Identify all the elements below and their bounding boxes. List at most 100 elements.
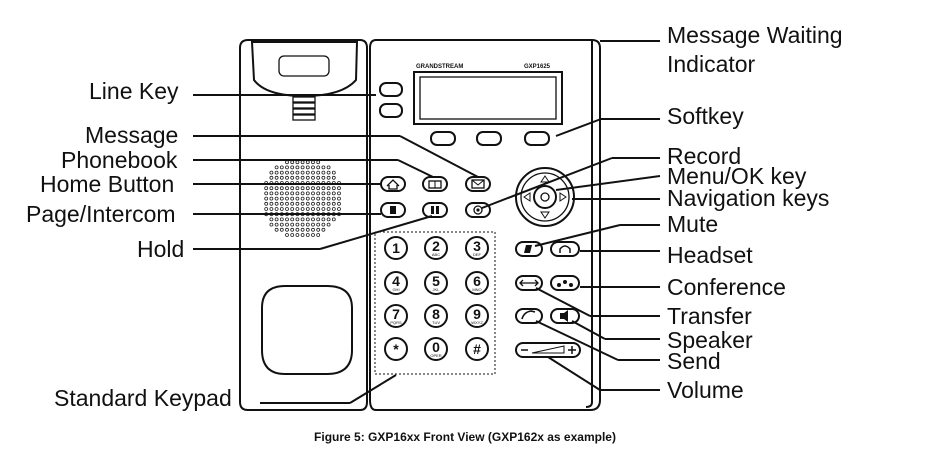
phonebook-button[interactable]	[422, 176, 448, 192]
label-transfer: Transfer	[667, 303, 752, 329]
grille-dot	[269, 207, 274, 211]
grille-dot	[285, 233, 289, 237]
keypad-key-number: 4	[392, 273, 400, 289]
grille-dot	[321, 165, 326, 170]
label-mute: Mute	[667, 211, 718, 237]
label-conference: Conference	[667, 274, 786, 300]
keypad-key-letters: PQRS	[390, 320, 402, 325]
grille-dot	[316, 165, 321, 170]
keypad-key-number: 0	[432, 339, 440, 355]
conference-button[interactable]	[550, 275, 580, 291]
grille-dot	[274, 222, 279, 227]
volume-rocker[interactable]	[515, 342, 581, 358]
keypad-key-outline	[465, 236, 489, 260]
speaker-button[interactable]	[550, 308, 580, 324]
grille-dot	[264, 186, 269, 191]
message-button[interactable]	[465, 176, 491, 192]
softkey-2[interactable]	[476, 131, 502, 146]
record-button[interactable]	[465, 202, 491, 218]
handset-icon	[521, 310, 536, 320]
grille-dot	[300, 201, 305, 206]
grille-dot	[321, 207, 326, 211]
grille-dot	[316, 227, 321, 232]
line-key-1[interactable]	[379, 82, 403, 97]
grille-dot	[305, 227, 310, 232]
keypad-key-number: 8	[432, 306, 440, 322]
send-button[interactable]	[515, 308, 543, 324]
headset-button[interactable]	[550, 241, 580, 257]
keypad-key-letters: TUV	[432, 320, 440, 325]
arrow-left-icon	[523, 192, 531, 202]
grille-dot	[311, 217, 315, 222]
transfer-button[interactable]	[515, 275, 543, 291]
menu-ok-key[interactable]	[533, 185, 557, 209]
grille-dot	[305, 186, 310, 191]
headset-icon	[559, 245, 571, 253]
record-icon	[473, 205, 483, 215]
grille-dot	[279, 227, 284, 232]
keypad-key-outline	[465, 337, 489, 361]
page-intercom-button[interactable]	[380, 202, 406, 218]
grille-dot	[269, 217, 274, 222]
grille-dot	[321, 170, 326, 175]
grille-dot	[311, 186, 315, 191]
grille-dot	[305, 175, 310, 180]
arrow-down-icon	[540, 211, 550, 219]
grille-dot	[295, 165, 300, 170]
grille-dot	[316, 191, 321, 196]
grille-dot	[311, 201, 315, 206]
phone-body: GRANDSTREAM GXP1625	[369, 39, 601, 411]
grille-dot	[300, 170, 305, 175]
label-phonebook: Phonebook	[61, 147, 178, 173]
home-button[interactable]	[380, 176, 406, 192]
grille-dot	[337, 186, 341, 191]
softkey-3[interactable]	[524, 131, 550, 146]
grille-dot	[300, 165, 305, 170]
line-key-2[interactable]	[379, 103, 403, 118]
grille-dot	[269, 191, 274, 196]
softkey-1[interactable]	[430, 131, 456, 146]
grille-dot	[274, 186, 279, 191]
keypad-key-number: 6	[473, 273, 481, 289]
grille-dot	[274, 227, 279, 232]
grille-dot	[326, 207, 331, 211]
grille-dot	[290, 207, 295, 211]
keypad-key-letters: ABC	[432, 252, 440, 257]
grille-dot	[326, 196, 331, 201]
grille-dot	[311, 196, 315, 201]
keypad-key[interactable]: *	[384, 337, 408, 361]
grille-dot	[285, 222, 289, 227]
keypad-key[interactable]: #	[465, 337, 489, 361]
hold-button[interactable]	[422, 202, 448, 218]
grille-dot	[269, 175, 274, 180]
grille-dot	[311, 165, 315, 170]
grille-dot	[295, 217, 300, 222]
grille-dot	[274, 207, 279, 211]
grille-dot	[316, 217, 321, 222]
grille-dot	[300, 191, 305, 196]
grille-dot	[326, 170, 331, 175]
mute-button[interactable]	[515, 241, 543, 257]
grille-dot	[279, 201, 284, 206]
intercom-icon	[390, 206, 396, 214]
grille-dot	[300, 196, 305, 201]
label-navigation-keys: Navigation keys	[667, 185, 829, 211]
grille-dot	[326, 217, 331, 222]
grille-dot	[279, 186, 284, 191]
grille-dot	[290, 222, 295, 227]
grille-dot	[337, 196, 341, 201]
navigation-keys[interactable]	[515, 167, 575, 227]
grille-dot	[326, 222, 331, 227]
speaker-icon	[560, 310, 568, 322]
grille-dot	[295, 186, 300, 191]
keypad-key[interactable]: 1	[384, 236, 408, 260]
